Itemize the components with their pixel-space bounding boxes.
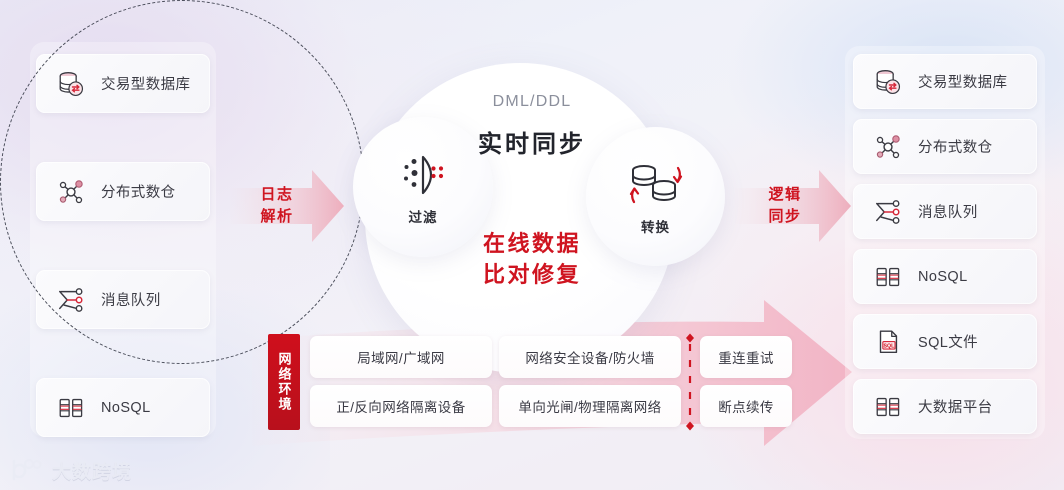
network-box-lan-wan[interactable]: 局域网/广域网 [310, 336, 492, 378]
hub-highlight-line2: 比对修复 [482, 262, 581, 287]
network-environment-text: 网络环境 [276, 352, 292, 412]
network-box-reconnect-retry[interactable]: 重连重试 [700, 336, 792, 378]
target-card-label: 分布式数仓 [918, 140, 993, 156]
database-transaction-icon [871, 65, 905, 99]
sql-file-icon: SQL [871, 325, 905, 359]
transform-icon [628, 158, 684, 212]
source-card-label: NoSQL [101, 399, 151, 416]
hub-highlight: 在线数据 比对修复 [0, 228, 1064, 290]
logic-sync-line2: 同步 [768, 208, 802, 225]
logic-sync-arrow-label: 逻辑 同步 [759, 184, 811, 228]
watermark: 大数跨境 [10, 455, 180, 485]
target-card-message-queue[interactable]: 消息队列 [853, 184, 1037, 239]
nosql-icon [54, 391, 88, 425]
message-queue-icon [871, 195, 905, 229]
target-card-nosql[interactable]: NoSQL [853, 249, 1037, 304]
log-parse-arrow-label: 日志 解析 [252, 184, 302, 228]
network-box-resume-transfer[interactable]: 断点续传 [700, 385, 792, 427]
target-card-transaction-db[interactable]: 交易型数据库 [853, 54, 1037, 109]
hub-highlight-line1: 在线数据 [482, 231, 581, 256]
hub-subtitle: DML/DDL [492, 93, 572, 110]
network-dashed-divider [685, 332, 695, 432]
watermark-text: 大数跨境 [52, 461, 133, 483]
network-box-isolation-device[interactable]: 正/反向网络隔离设备 [310, 385, 492, 427]
network-box-optical-gate[interactable]: 单向光闸/物理隔离网络 [499, 385, 681, 427]
logic-sync-arrow: 逻辑 同步 [735, 158, 853, 254]
transform-node[interactable]: 转换 [586, 127, 725, 266]
log-parse-line2: 解析 [260, 208, 294, 225]
target-card-sql-file[interactable]: SQL SQL文件 [853, 314, 1037, 369]
nosql-icon [871, 260, 905, 294]
svg-text:SQL: SQL [884, 343, 896, 349]
target-card-label: 大数据平台 [918, 400, 993, 416]
source-card-nosql[interactable]: NoSQL [36, 378, 210, 437]
filter-node-label: 过滤 [408, 210, 438, 225]
filter-node[interactable]: 过滤 [353, 117, 493, 257]
hub-title: 实时同步 [478, 131, 586, 158]
target-panel: 交易型数据库 分布式数仓 [845, 46, 1045, 439]
filter-icon [397, 148, 449, 202]
log-parse-line1: 日志 [260, 186, 294, 203]
brand-logo-icon [10, 457, 46, 483]
bigdata-platform-icon [871, 390, 905, 424]
logic-sync-line1: 逻辑 [768, 186, 802, 203]
distributed-warehouse-icon [871, 130, 905, 164]
network-box-security-firewall[interactable]: 网络安全设备/防火墙 [499, 336, 681, 378]
target-card-label: NoSQL [918, 268, 968, 285]
target-card-label: SQL文件 [918, 335, 979, 351]
log-parse-arrow: 日志 解析 [230, 158, 346, 254]
transform-node-label: 转换 [641, 219, 670, 235]
network-environment-label: 网络环境 [268, 334, 300, 430]
target-card-bigdata-platform[interactable]: 大数据平台 [853, 379, 1037, 434]
target-card-label: 消息队列 [918, 205, 978, 221]
target-card-distributed-warehouse[interactable]: 分布式数仓 [853, 119, 1037, 174]
target-card-label: 交易型数据库 [918, 75, 1008, 91]
